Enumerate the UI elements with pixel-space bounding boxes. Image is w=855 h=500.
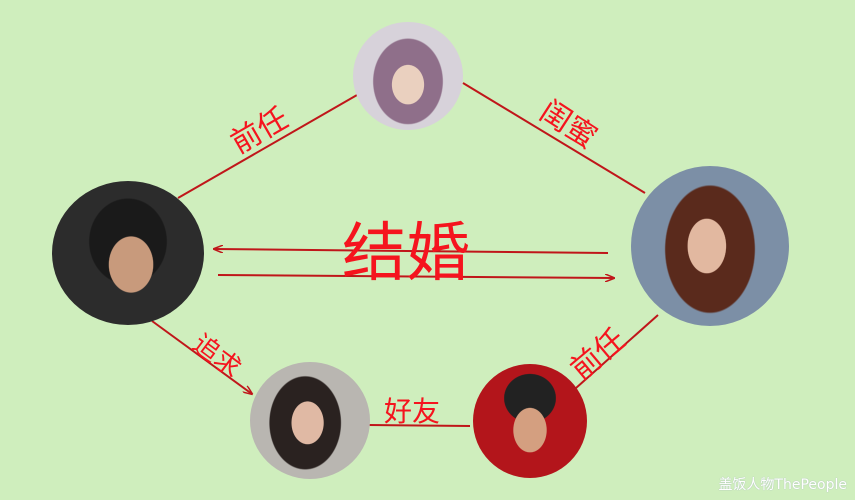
edge-ex-right — [575, 314, 659, 389]
watermark: 盖饭人物ThePeople — [718, 477, 847, 493]
edge-top-right — [462, 82, 646, 194]
person-node-top — [353, 22, 463, 130]
edge-married-arrow-right — [217, 275, 614, 278]
person-node-bottom-right — [473, 364, 587, 478]
label-married: 结婚 — [342, 217, 470, 291]
label-friend: 好友 — [384, 395, 441, 428]
person-node-left — [52, 181, 204, 325]
edge-friend — [368, 424, 471, 427]
edge-pursue — [151, 320, 252, 394]
edge-left-top — [177, 94, 358, 199]
person-node-bottom-left — [250, 362, 370, 479]
person-node-right — [631, 166, 789, 326]
edge-married-arrow-left — [214, 249, 609, 254]
